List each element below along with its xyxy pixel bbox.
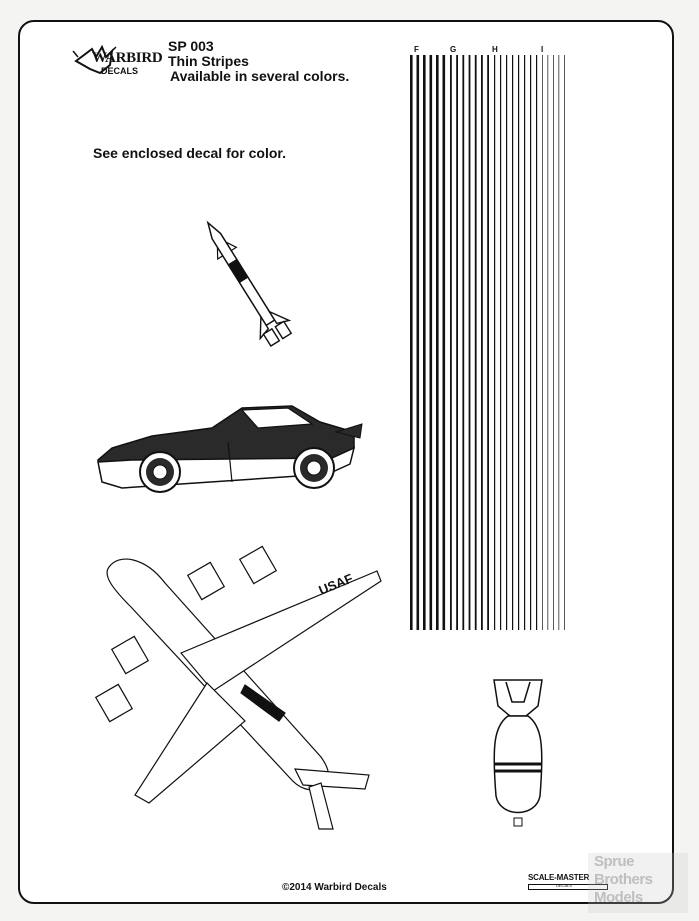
stripe-14	[500, 55, 502, 630]
stripe-23	[553, 55, 554, 630]
copyright-text: ©2014 Warbird Decals	[282, 882, 387, 893]
stripe-2	[423, 55, 426, 630]
availability-note: Available in several colors.	[170, 68, 350, 84]
stripe-12	[487, 55, 489, 630]
scale-master-badge: SCALE-MASTER DECALS	[528, 873, 618, 893]
watermark: Sprue Brothers Models	[588, 853, 688, 913]
watermark-line-2: Brothers	[594, 871, 653, 888]
brand-name: WARBIRD	[92, 50, 163, 66]
stripe-18	[524, 55, 526, 630]
stripe-13	[494, 55, 496, 630]
warbird-eagle-logo-icon	[72, 44, 117, 75]
stripe-column-label-i: I	[541, 45, 544, 54]
stripe-column-label-h: H	[492, 45, 498, 54]
product-code: SP 003	[168, 38, 214, 54]
scale-master-title: SCALE-MASTER	[528, 873, 590, 882]
missile-icon	[206, 220, 293, 347]
stripe-column-label-g: G	[450, 45, 457, 54]
stripe-4	[436, 55, 439, 630]
bomb-icon	[493, 679, 543, 827]
scale-bar	[528, 884, 608, 890]
stripe-7	[456, 55, 458, 630]
stripe-5	[442, 55, 446, 630]
color-note: See enclosed decal for color.	[93, 145, 286, 161]
stripe-21	[542, 55, 543, 630]
stripe-3	[429, 55, 433, 630]
stripe-1	[416, 55, 420, 630]
stripe-19	[530, 55, 532, 630]
stripe-16	[512, 55, 514, 630]
scale-master-subtitle: DECALS	[556, 883, 573, 888]
stripe-9	[468, 55, 471, 630]
stripe-8	[462, 55, 465, 630]
brand-subtitle: DECALS	[101, 66, 139, 76]
stripe-17	[518, 55, 520, 630]
sports-car-icon	[97, 405, 363, 493]
stripe-20	[536, 55, 538, 630]
stripe-25	[564, 55, 565, 630]
stripe-0	[410, 55, 413, 630]
stripe-6	[450, 55, 452, 630]
thin-stripes-panel	[410, 55, 565, 630]
stripe-22	[547, 55, 549, 630]
stripe-10	[474, 55, 477, 630]
stripe-15	[506, 55, 508, 630]
stripe-24	[558, 55, 560, 630]
watermark-line-1: Sprue	[594, 853, 635, 870]
product-title: Thin Stripes	[168, 53, 249, 69]
stripe-column-label-f: F	[414, 45, 419, 54]
stripe-11	[481, 55, 483, 630]
cargo-aircraft-icon: USAF	[94, 545, 382, 830]
watermark-line-3: Models	[594, 889, 643, 906]
